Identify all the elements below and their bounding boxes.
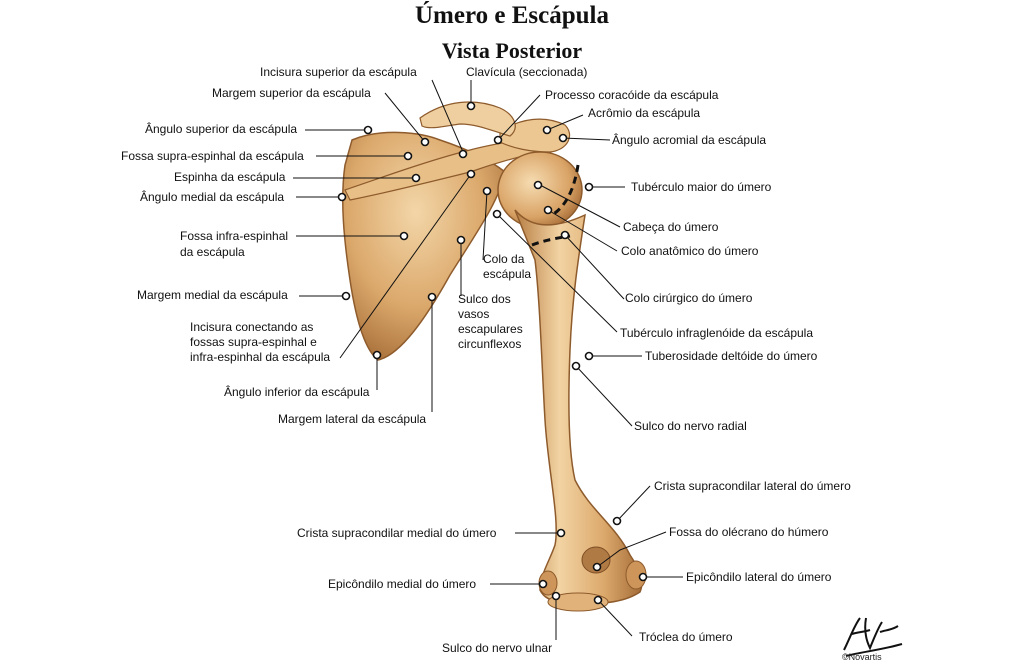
joint-capsule-dashed-line: [531, 164, 580, 247]
label-crista-medial: Crista supracondilar medial do úmero: [297, 526, 497, 540]
label-margem-lateral: Margem lateral da escápula: [278, 412, 427, 426]
artist-signature-icon: [843, 617, 903, 657]
label-epicondilo-lateral: Epicôndilo lateral do úmero: [686, 570, 832, 584]
label-colo-anatomico: Colo anatômico do úmero: [621, 244, 759, 258]
label-trocleia: Tróclea do úmero: [639, 630, 733, 644]
label-angulo-acromial: Ângulo acromial da escápula: [612, 133, 767, 147]
label-angulo-superior: Ângulo superior da escápula: [145, 122, 298, 136]
label-margem-medial: Margem medial da escápula: [137, 288, 288, 302]
label-cabeca-umero: Cabeça do úmero: [623, 220, 719, 234]
label-fossa-supra: Fossa supra-espinhal da escápula: [121, 149, 304, 163]
label-epicondilo-medial: Epicôndilo medial do úmero: [328, 577, 477, 591]
label-angulo-medial: Ângulo medial da escápula: [140, 190, 285, 204]
label-sulco-vasos-line2: vasos: [458, 307, 490, 321]
label-processo-coracoide: Processo coracóide da escápula: [545, 88, 719, 102]
label-colo-escapula-line1: Colo da: [483, 252, 525, 266]
marker-dots: [337, 101, 648, 605]
trochlea-shape: [547, 592, 609, 612]
label-colo-escapula-line2: escápula: [483, 267, 532, 281]
humerus-shaft-shape: [514, 209, 643, 604]
label-fossa-infra-line2: da escápula: [180, 245, 245, 259]
label-margem-superior: Margem superior da escápula: [212, 86, 371, 100]
label-sulco-vasos-line3: escapulares: [458, 322, 523, 336]
label-tuberculo-maior: Tubérculo maior do úmero: [631, 180, 772, 194]
label-sulco-vasos-line4: circunflexos: [458, 337, 522, 351]
label-sulco-ulnar: Sulco do nervo ulnar: [442, 641, 553, 655]
page-subtitle: Vista Posterior: [441, 38, 583, 63]
label-incisura-superior: Incisura superior da escápula: [260, 65, 417, 79]
publisher-credit: ©Novartis: [842, 652, 882, 662]
label-colo-cirurgico: Colo cirúrgico do úmero: [625, 291, 753, 305]
label-espinha: Espinha da escápula: [174, 170, 286, 184]
humerus-head-shape: [497, 151, 583, 229]
label-fossa-olecrano: Fossa do olécrano do húmero: [669, 525, 829, 539]
label-tuberculo-infra: Tubérculo infraglenóide da escápula: [620, 326, 814, 340]
label-sulco-radial: Sulco do nervo radial: [634, 419, 747, 433]
label-incisura-conect-line1: Incisura conectando as: [190, 320, 314, 334]
label-crista-lateral: Crista supracondilar lateral do úmero: [654, 479, 851, 493]
label-clavicula: Clavícula (seccionada): [466, 65, 588, 79]
label-tuberosidade-deltoide: Tuberosidade deltóide do úmero: [645, 349, 818, 363]
label-fossa-infra-line1: Fossa infra-espinhal: [180, 229, 289, 243]
label-angulo-inferior: Ângulo inferior da escápula: [224, 385, 370, 399]
label-sulco-vasos-line1: Sulco dos: [458, 292, 511, 306]
label-acromio: Acrômio da escápula: [588, 106, 701, 120]
page-title: Úmero e Escápula: [415, 2, 609, 29]
leader-lines: [293, 79, 683, 640]
olecranon-fossa-shape: [581, 546, 611, 574]
label-incisura-conect-line2: fossas supra-espinhal e: [190, 335, 317, 349]
label-incisura-conect-line3: infra-espinhal da escápula: [190, 350, 331, 364]
